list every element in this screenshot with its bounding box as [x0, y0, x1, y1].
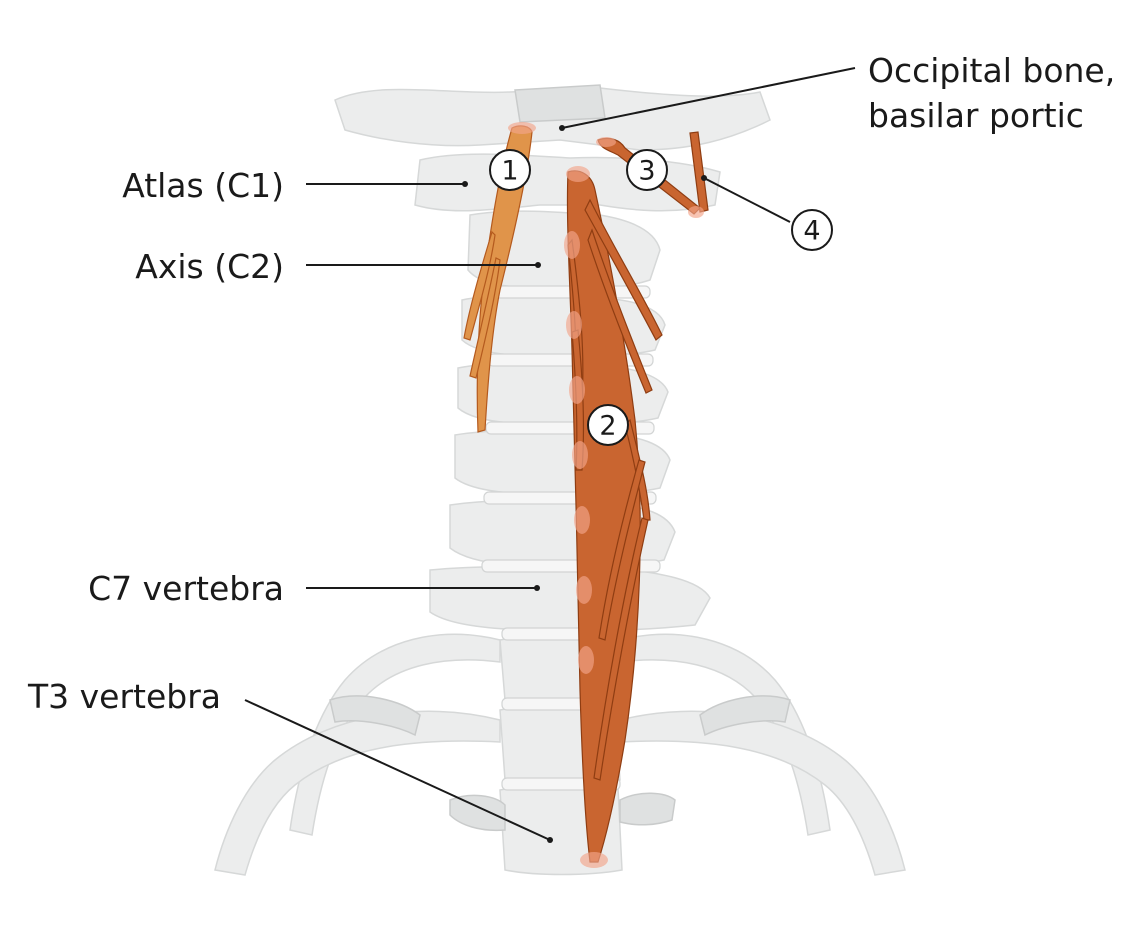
marker-4: 4: [791, 209, 833, 251]
attachment-area: [564, 231, 580, 259]
cervical-vertebra-c7: [429, 565, 711, 632]
t3-transverse-process: [449, 792, 676, 832]
atlas-label: Atlas (C1): [122, 166, 284, 205]
attachment-area: [578, 646, 594, 674]
axis-leader-dot: [535, 262, 541, 268]
rib-right-2: [619, 710, 906, 876]
attachment-area: [596, 137, 616, 147]
numbered-markers: 1 2 3 4: [489, 149, 833, 446]
occipital-condyle: [514, 84, 606, 123]
attachment-area: [688, 206, 704, 218]
marker-4-leader-dot: [701, 175, 707, 181]
rib-right-1: [619, 633, 831, 836]
marker-4-circle: [791, 209, 833, 251]
leader-lines: [244, 67, 856, 843]
marker-2: 2: [587, 404, 629, 446]
t3-leader-line: [244, 699, 551, 841]
longus-capitis-slip: [469, 257, 501, 379]
marker-2-text: 2: [599, 411, 616, 442]
marker-4-leader-line: [703, 177, 791, 223]
marker-1: 1: [489, 149, 531, 191]
occipital-leader-line: [561, 67, 856, 129]
marker-3-circle: [626, 149, 668, 191]
clavicle-right: [699, 695, 791, 737]
text-labels: Occipital bone, basilar portic Atlas (C1…: [27, 51, 1115, 716]
attachment-area: [580, 852, 608, 868]
t3-leader-dot: [547, 837, 553, 843]
occipital-leader-dot: [559, 125, 565, 131]
marker-2-circle: [587, 404, 629, 446]
rib-left-1: [289, 633, 501, 836]
occipital-label-line1: Occipital bone,: [868, 51, 1115, 90]
attachment-area: [576, 576, 592, 604]
occipital-label-line2: basilar portic: [868, 96, 1084, 135]
marker-4-text: 4: [803, 216, 820, 247]
rectus-capitis-lateralis-muscle: [689, 131, 709, 213]
longus-colli-slip: [587, 228, 653, 394]
disc: [487, 353, 654, 367]
axis-label: Axis (C2): [135, 247, 284, 286]
t3-label: T3 vertebra: [27, 677, 221, 716]
c7-label: C7 vertebra: [88, 569, 284, 608]
clavicle-left: [329, 695, 421, 737]
c7-leader-dot: [534, 585, 540, 591]
attachment-area: [566, 311, 582, 339]
longus-colli-slip: [593, 517, 649, 781]
longus-colli-slip: [598, 459, 646, 641]
attachment-area: [572, 441, 588, 469]
atlas-leader-dot: [462, 181, 468, 187]
longus-colli-slip: [584, 198, 663, 341]
marker-1-circle: [489, 149, 531, 191]
attachment-area: [569, 376, 585, 404]
skeleton: [214, 84, 906, 876]
marker-1-text: 1: [501, 156, 518, 187]
marker-3: 3: [626, 149, 668, 191]
longus-capitis-slip: [463, 230, 496, 341]
attachment-area: [574, 506, 590, 534]
rib-left-2: [214, 710, 501, 876]
attachment-area: [566, 166, 590, 182]
muscles: [463, 122, 709, 868]
attachment-area: [508, 122, 536, 134]
marker-3-text: 3: [638, 156, 655, 187]
